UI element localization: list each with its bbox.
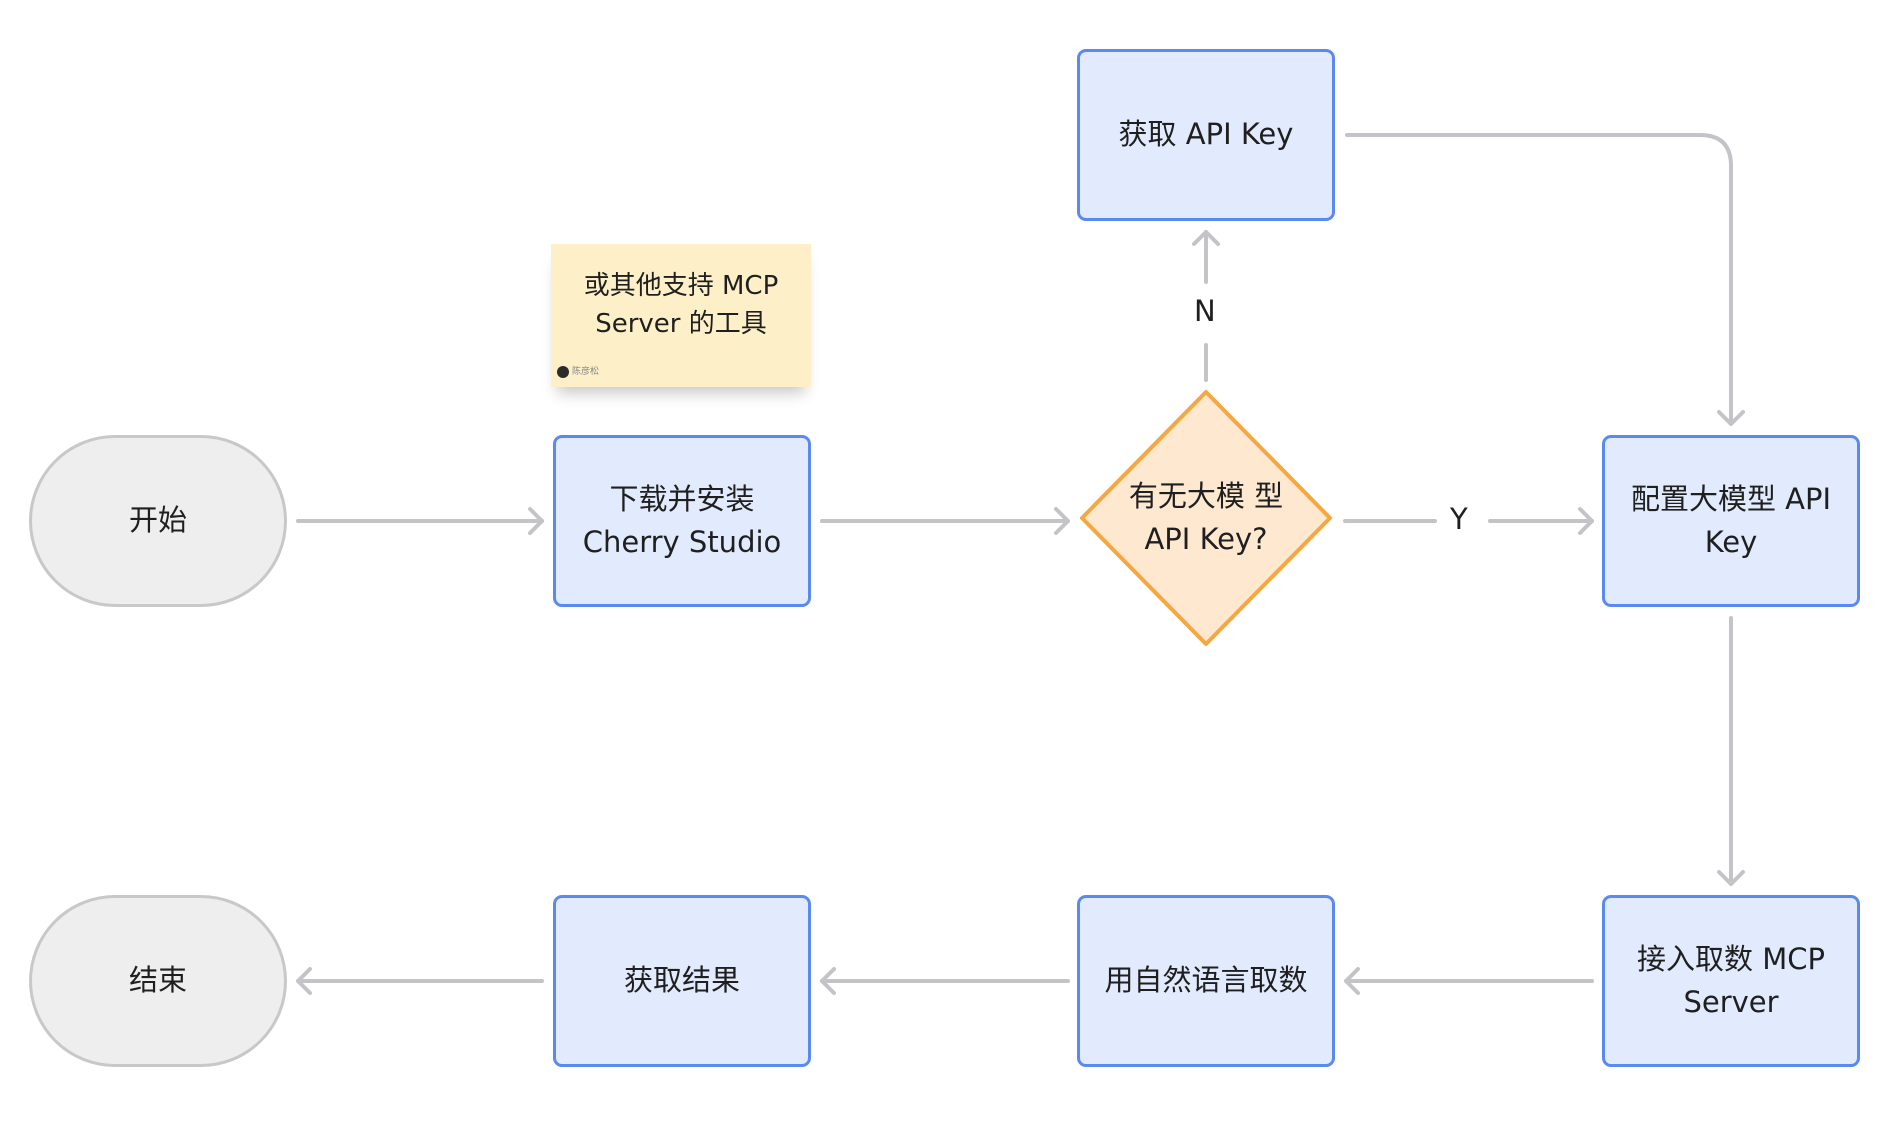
edge-config-key-to-connect-mcp — [1717, 616, 1745, 886]
author-avatar — [557, 366, 569, 379]
config-api-key-node[interactable]: 配置大模型 API Key — [1602, 435, 1860, 607]
edge-start-to-install — [296, 507, 544, 535]
install-line-1: 下载并安装 — [609, 481, 755, 516]
natural-language-label: 用自然语言取数 — [1104, 963, 1308, 998]
get-api-key-node[interactable]: 获取 API Key — [1077, 49, 1335, 221]
end-node[interactable]: 结束 — [29, 895, 287, 1067]
edge-install-to-decision — [820, 507, 1070, 535]
decision-label: 有无大模 型 API Key? — [1125, 453, 1287, 583]
decision-diamond[interactable] — [1077, 387, 1335, 649]
config-api-key-line-2: Key — [1704, 525, 1758, 559]
sticky-author-name: 陈彦松 — [572, 366, 600, 377]
connect-mcp-node[interactable]: 接入取数 MCP Server — [1602, 895, 1860, 1067]
sticky-line-2: Server 的工具 — [595, 308, 767, 339]
decision-line-1: 有无大模 — [1128, 478, 1245, 513]
end-label: 结束 — [128, 963, 187, 998]
sticky-line-1: 或其他支持 MCP — [583, 271, 779, 301]
install-line-2: Cherry Studio — [582, 525, 782, 559]
sticky-note[interactable]: 或其他支持 MCP Server 的工具 陈彦松 — [551, 244, 811, 387]
natural-language-node[interactable]: 用自然语言取数 — [1077, 895, 1335, 1067]
sticky-author: 陈彦松 — [557, 366, 599, 379]
edge-decision-to-config-key — [1343, 507, 1594, 535]
connect-mcp-line-2: Server — [1683, 985, 1779, 1019]
start-node[interactable]: 开始 — [29, 435, 287, 607]
decision-line-2: 型 API — [1144, 478, 1284, 557]
edge-label-no: N — [1188, 294, 1222, 328]
decision-line-3: Key? — [1199, 522, 1268, 556]
config-api-key-line-1: 配置大模型 API — [1630, 481, 1832, 516]
connect-mcp-line-1: 接入取数 MCP — [1637, 941, 1825, 976]
edge-connect-mcp-to-natural-lang — [1344, 967, 1594, 995]
edge-get-result-to-end — [296, 967, 544, 995]
install-node[interactable]: 下载并安装 Cherry Studio — [553, 435, 811, 607]
get-result-node[interactable]: 获取结果 — [553, 895, 811, 1067]
start-label: 开始 — [128, 503, 187, 538]
get-result-label: 获取结果 — [623, 963, 740, 998]
get-api-key-label: 获取 API Key — [1118, 117, 1294, 152]
edge-decision-to-get-key — [1192, 230, 1220, 382]
edge-natural-lang-to-get-result — [820, 967, 1070, 995]
edge-label-yes: Y — [1444, 502, 1474, 536]
edge-get-key-to-config-key — [1345, 133, 1745, 426]
